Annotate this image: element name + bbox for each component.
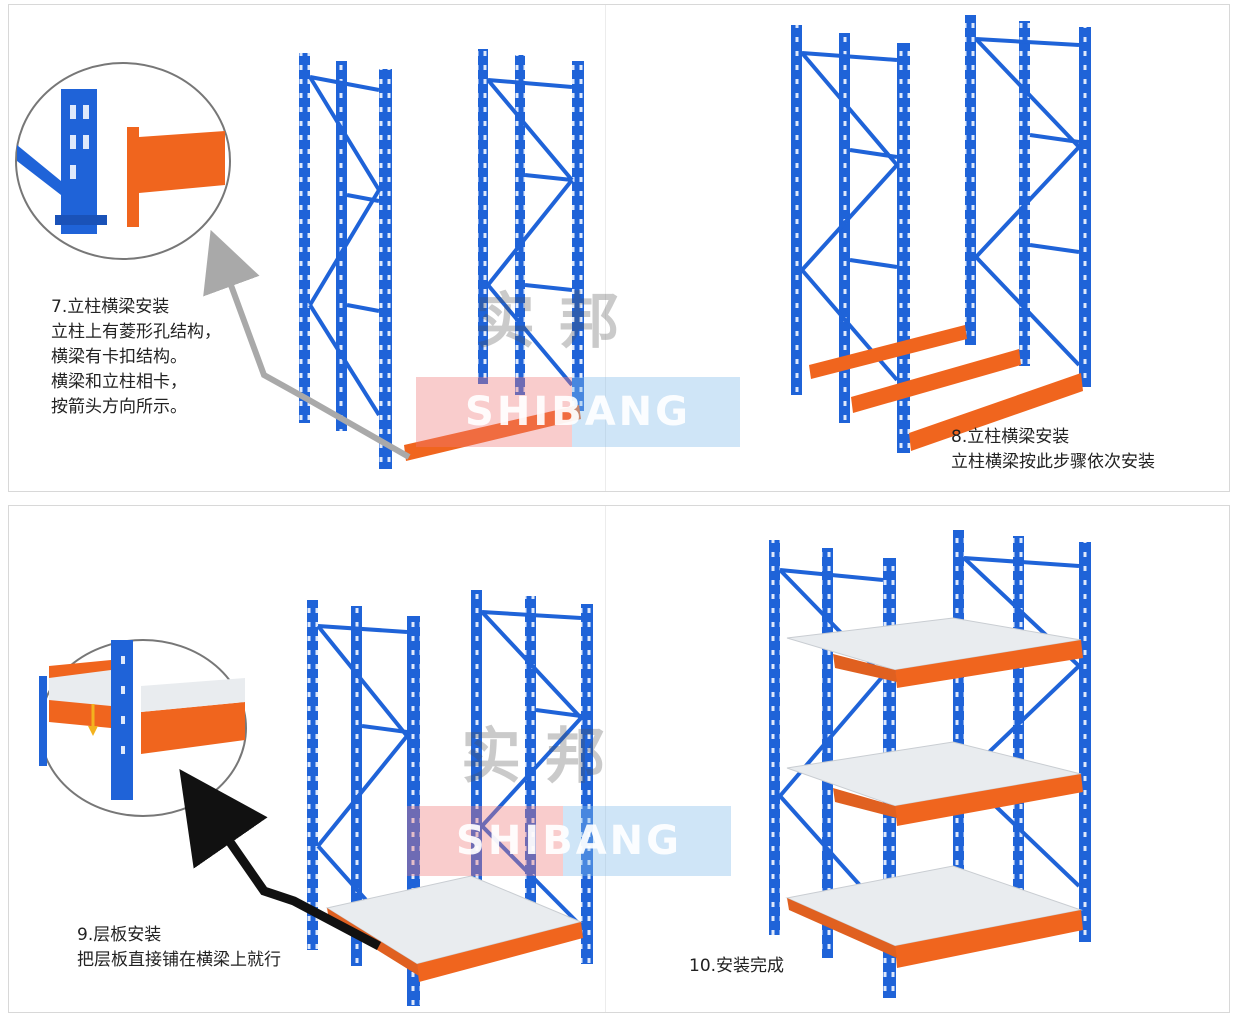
watermark-english: SHIBANG: [456, 818, 682, 864]
gray-arrow: [203, 229, 411, 460]
upright-frame-back-right: [478, 49, 584, 411]
caption-step-7-line: 立柱上有菱形孔结构，: [51, 322, 221, 342]
watermark-shibang: SHIBANG: [407, 806, 731, 876]
caption-step-8-title: 8.立柱横梁安装: [951, 427, 1070, 447]
caption-step-8-line: 立柱横梁按此步骤依次安装: [951, 452, 1155, 472]
caption-step-10-title: 10.安装完成: [689, 956, 785, 976]
watermark-chinese: 实邦: [475, 287, 643, 357]
shelf-level-middle: [786, 741, 1083, 826]
step-panel-7-8: 实邦 SHIBANG 7.立柱横梁安装 立柱上有菱形孔结构， 横梁有卡扣结构。 …: [8, 4, 1230, 492]
watermark-chinese: 实邦: [461, 722, 629, 792]
caption-step-10: 10.安装完成: [689, 954, 784, 979]
shelf-panel-step9: [325, 875, 583, 982]
top-illustration: [15, 15, 1091, 469]
watermark-english: SHIBANG: [465, 389, 691, 435]
shelf-level-bottom: [785, 865, 1083, 968]
step-panel-9-10: 实邦 SHIBANG 9.层板安装 把层板直接铺在横梁上就行 10.安装完成: [8, 505, 1230, 1013]
bottom-illustration: [39, 530, 1091, 1006]
caption-step-9-line: 把层板直接铺在横梁上就行: [77, 950, 281, 970]
shelf-level-top: [786, 617, 1083, 688]
watermark-shibang: SHIBANG: [416, 377, 740, 447]
panel-divider: [605, 5, 606, 491]
caption-step-9-title: 9.层板安装: [77, 925, 162, 945]
caption-step-7-line: 横梁有卡扣结构。: [51, 347, 187, 367]
rack-frame-right: [965, 15, 1091, 387]
caption-step-7: 7.立柱横梁安装 立柱上有菱形孔结构， 横梁有卡扣结构。 横梁和立柱相卡， 按箭…: [51, 295, 221, 420]
installed-beams: [809, 325, 1083, 451]
caption-step-9: 9.层板安装 把层板直接铺在横梁上就行: [77, 923, 281, 973]
caption-step-8: 8.立柱横梁安装 立柱横梁按此步骤依次安装: [951, 425, 1155, 475]
panel-divider: [605, 506, 606, 1012]
detail-circle-beam-clip: [15, 62, 231, 260]
beam-loose: [404, 405, 581, 461]
black-arrow: [179, 769, 382, 950]
caption-step-7-line: 按箭头方向所示。: [51, 397, 187, 417]
caption-step-7-line: 横梁和立柱相卡，: [51, 372, 187, 392]
caption-step-7-title: 7.立柱横梁安装: [51, 297, 170, 317]
detail-circle-shelf: [39, 639, 247, 817]
upright-frame-front-left: [299, 53, 392, 469]
